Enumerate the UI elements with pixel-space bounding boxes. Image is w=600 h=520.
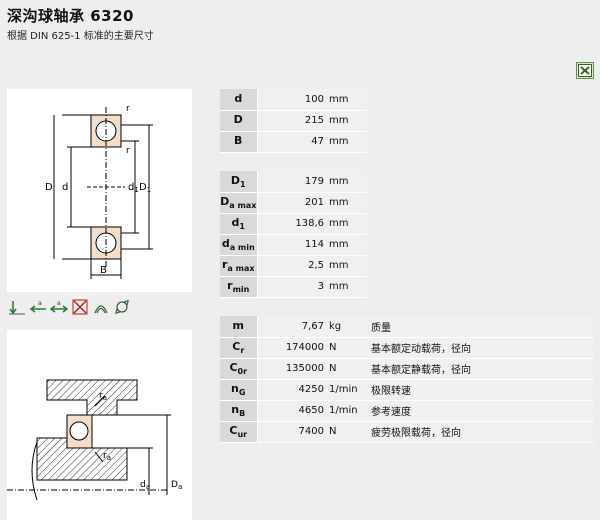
description-cell: 基本额定动载荷，径向	[367, 337, 594, 359]
label-da: da	[140, 480, 150, 491]
label-d: d	[62, 182, 68, 193]
value-cell: 4650	[257, 400, 327, 422]
unit-cell: N	[327, 421, 367, 443]
value-cell: 7,67	[257, 316, 327, 338]
symbol-cell: rmin	[220, 276, 258, 298]
unit-cell: 1/min	[327, 379, 367, 401]
excel-export-button[interactable]	[576, 62, 594, 79]
rotation-icon	[113, 298, 131, 316]
unit-cell: mm	[327, 192, 367, 214]
axial-load-icon: a	[29, 298, 47, 316]
unit-cell: mm	[327, 255, 367, 277]
description-cell: 参考速度	[367, 400, 594, 422]
description-cell: 极限转速	[367, 379, 594, 401]
symbol-cell: da min	[220, 234, 258, 256]
symbol-cell: Cr	[220, 337, 258, 359]
label-ra-bottom: ra	[103, 451, 111, 462]
unit-cell: mm	[327, 234, 367, 256]
value-cell: 174000	[257, 337, 327, 359]
unit-cell: mm	[327, 213, 367, 235]
label-ra-top: ra	[99, 391, 107, 402]
unit-cell: kg	[327, 316, 367, 338]
unit-cell: mm	[327, 276, 367, 298]
symbol-cell: C0r	[220, 358, 258, 380]
description-cell: 质量	[367, 316, 594, 338]
label-D1: D1	[139, 182, 151, 194]
symbol-cell: D1	[220, 171, 258, 193]
unit-cell: mm	[327, 110, 367, 132]
unit-cell: N	[327, 337, 367, 359]
value-cell: 201	[257, 192, 327, 214]
sealed-icon	[92, 298, 110, 316]
label-D: D	[45, 182, 53, 193]
value-cell: 215	[257, 110, 327, 132]
bearing-section-drawing: r r D d d1 D1 B	[7, 89, 192, 292]
value-cell: 4250	[257, 379, 327, 401]
value-cell: 135000	[257, 358, 327, 380]
unit-cell: mm	[327, 131, 367, 153]
excel-export-icon	[578, 64, 592, 77]
not-suitable-icon	[71, 298, 89, 316]
value-cell: 47	[257, 131, 327, 153]
page-title: 深沟球轴承 6320	[7, 7, 134, 25]
symbol-cell: nB	[220, 400, 258, 422]
symbol-cell: nG	[220, 379, 258, 401]
symbol-cell: m	[220, 316, 258, 338]
symbol-cell: Da max	[220, 192, 258, 214]
unit-cell: mm	[327, 171, 367, 193]
mounting-drawing: ra ra da Da	[7, 330, 192, 520]
radial-load-icon	[8, 298, 26, 316]
label-B: B	[100, 265, 107, 276]
value-cell: 2,5	[257, 255, 327, 277]
value-cell: 3	[257, 276, 327, 298]
value-cell: 100	[257, 89, 327, 111]
svg-text:a: a	[57, 300, 61, 307]
value-cell: 7400	[257, 421, 327, 443]
unit-cell: N	[327, 358, 367, 380]
symbol-cell: D	[220, 110, 258, 132]
value-cell: 114	[257, 234, 327, 256]
page-subtitle: 根据 DIN 625-1 标准的主要尺寸	[7, 31, 154, 42]
symbol-cell: d	[220, 89, 258, 111]
svg-text:a: a	[38, 300, 42, 307]
symbol-cell: ra max	[220, 255, 258, 277]
label-d1: d1	[128, 182, 139, 194]
description-cell: 疲劳极限载荷，径向	[367, 421, 594, 443]
symbol-cell: B	[220, 131, 258, 153]
value-cell: 138,6	[257, 213, 327, 235]
value-cell: 179	[257, 171, 327, 193]
symbol-cell: d1	[220, 213, 258, 235]
description-cell: 基本额定静载荷，径向	[367, 358, 594, 380]
label-r-top: r	[126, 104, 130, 114]
label-Da: Da	[171, 480, 182, 491]
unit-cell: 1/min	[327, 400, 367, 422]
label-r-mid: r	[126, 146, 130, 156]
symbol-cell: Cur	[220, 421, 258, 443]
unit-cell: mm	[327, 89, 367, 111]
bidirectional-axial-load-icon: a	[50, 298, 68, 316]
load-icons-row: a a	[8, 297, 131, 317]
